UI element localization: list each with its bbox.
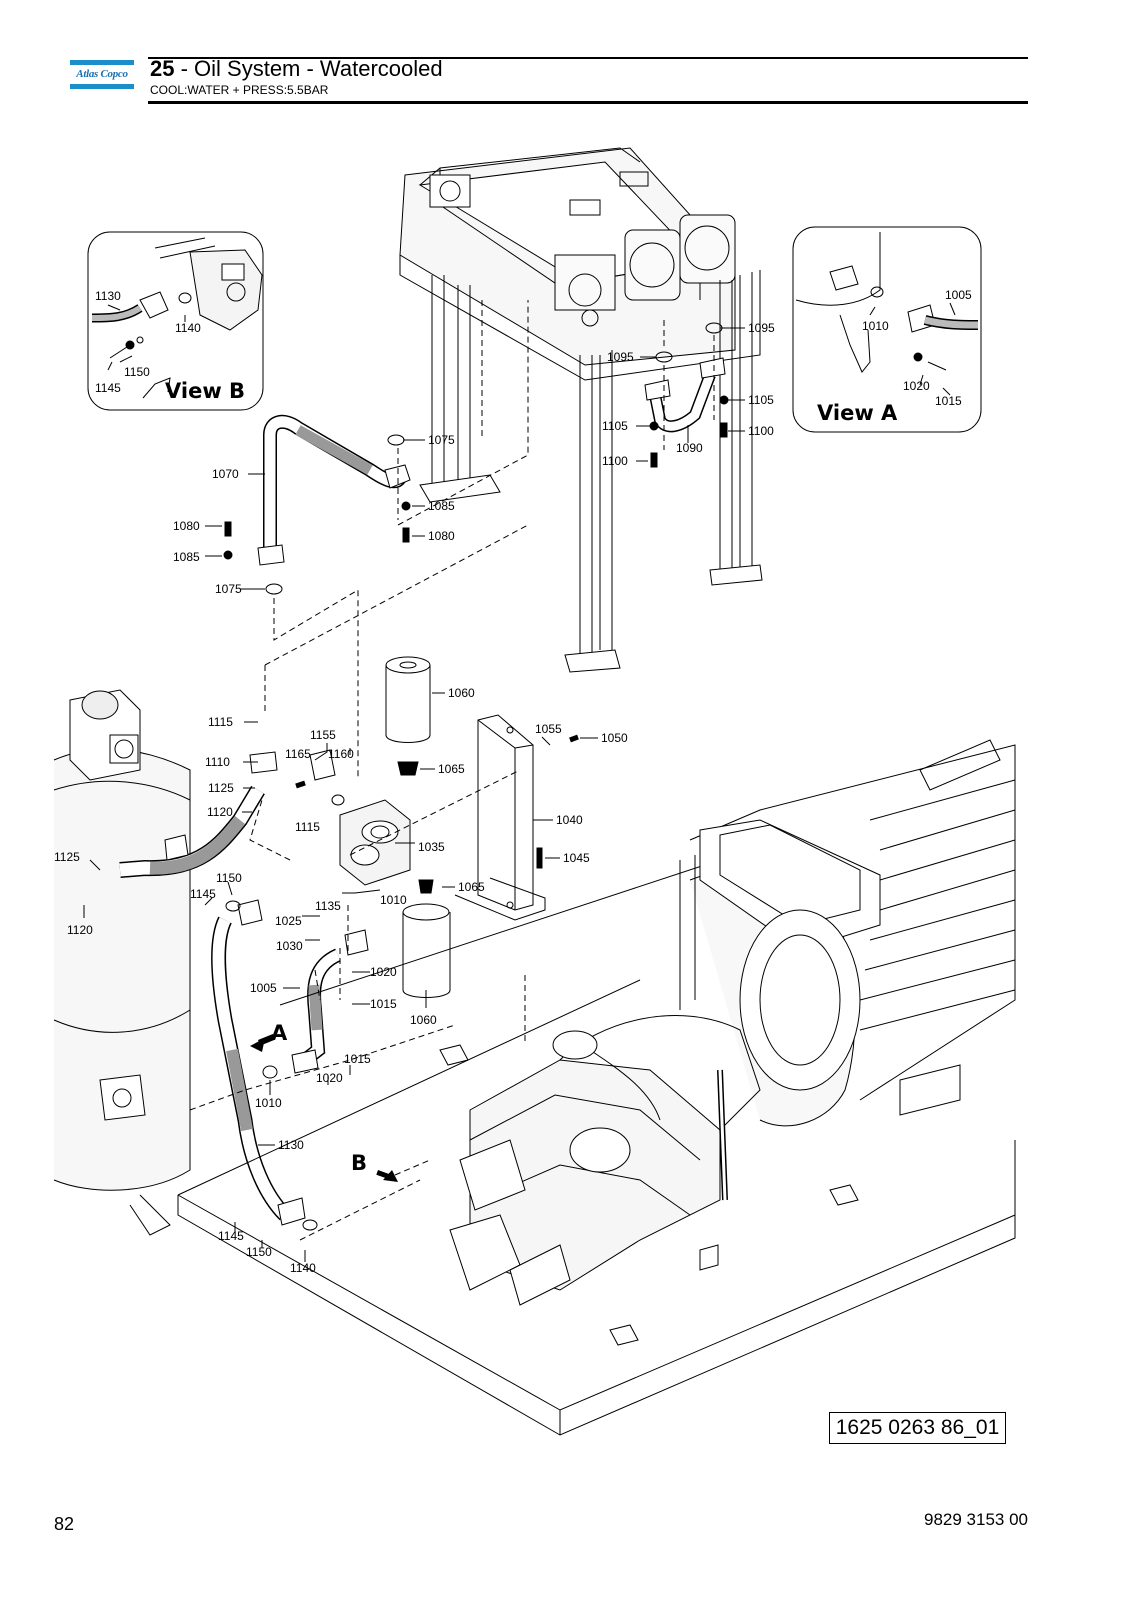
callout-1075-top: 1075 (428, 433, 455, 447)
callout-1115-top: 1115 (208, 715, 233, 729)
section-number: 25 (150, 56, 175, 81)
callout-1105-left: 1105 (602, 419, 628, 433)
callout-1055: 1055 (535, 722, 562, 736)
callout-1030: 1030 (276, 939, 303, 953)
callout-1100-right: 1100 (748, 424, 774, 438)
callout-vb-1130: 1130 (95, 289, 121, 303)
callout-1095-right: 1095 (748, 321, 775, 335)
oil-filter-housing-1035 (295, 749, 411, 886)
separator-tank (53, 689, 191, 1236)
callout-1120-top: 1120 (207, 805, 233, 819)
callout-1025: 1025 (275, 914, 302, 928)
drawing-number: 1625 0263 86_01 (829, 1412, 1006, 1444)
callout-1070: 1070 (212, 467, 239, 481)
callout-1015-lower: 1015 (344, 1052, 371, 1066)
callout-1080-right: 1080 (428, 529, 455, 543)
callout-1065-lower: 1065 (458, 880, 485, 894)
view-a-inset (792, 226, 982, 433)
section-title-text: - Oil System - Watercooled (174, 56, 443, 81)
section-title: 25 - Oil System - Watercooled (150, 56, 443, 82)
callout-1145-top: 1145 (190, 887, 216, 901)
callout-1020-lower: 1020 (316, 1071, 343, 1085)
callout-1060-lower: 1060 (410, 1013, 437, 1027)
callout-1095-left: 1095 (607, 350, 634, 364)
callout-1135: 1135 (315, 899, 341, 913)
oil-pipe-1130 (211, 899, 318, 1231)
callout-1085-left: 1085 (173, 550, 200, 564)
page-number: 82 (54, 1514, 75, 1534)
callout-1125-left: 1125 (54, 850, 80, 864)
logo-bottom-bar (70, 84, 134, 89)
callout-1155: 1155 (310, 728, 336, 742)
callout-1080-left: 1080 (173, 519, 200, 533)
callout-va-1010: 1010 (862, 319, 889, 333)
header-bottom-rule (148, 101, 1028, 104)
elbow-pipe-1090 (644, 357, 726, 433)
callout-vb-1150: 1150 (124, 365, 150, 379)
callout-1110: 1110 (205, 755, 230, 769)
header-top-rule (148, 57, 1028, 59)
callout-1065-upper: 1065 (438, 762, 465, 776)
callout-1005: 1005 (250, 981, 277, 995)
callout-1010-mid: 1010 (380, 893, 407, 907)
document-number: 9829 3153 00 (924, 1510, 1028, 1529)
bracket-1040 (454, 714, 579, 921)
callout-1145-bottom: 1145 (218, 1229, 244, 1243)
callout-1060-upper: 1060 (448, 686, 475, 700)
oil-filter-1060-lower (402, 879, 451, 998)
callout-1090: 1090 (676, 441, 703, 455)
callout-1050: 1050 (601, 731, 628, 745)
callout-1100-left: 1100 (602, 454, 628, 468)
electric-motor (679, 739, 1016, 1127)
callout-1125-top: 1125 (208, 781, 234, 795)
callout-1105-right: 1105 (748, 393, 774, 407)
assembly-lines (189, 300, 721, 1241)
callout-1040: 1040 (556, 813, 583, 827)
callout-1010-lower: 1010 (255, 1096, 282, 1110)
logo-top-bar (70, 60, 134, 65)
view-b-marker: B (351, 1151, 367, 1175)
callout-1015-mid: 1015 (370, 997, 397, 1011)
callout-1020-mid: 1020 (370, 965, 397, 979)
view-b-inset (87, 231, 264, 411)
callout-vb-1140: 1140 (175, 321, 201, 335)
oil-pipe-1070 (257, 414, 411, 566)
section-subtitle: COOL:WATER + PRESS:5.5BAR (150, 83, 329, 97)
callout-vb-1145: 1145 (95, 381, 121, 395)
view-arrows (250, 1034, 398, 1182)
callout-1150-top: 1150 (216, 871, 242, 885)
atlas-copco-logo: Atlas Copco (76, 68, 128, 80)
view-b-label: View B (165, 379, 245, 403)
oil-pipe-1005 (262, 929, 369, 1079)
oil-pipe-separator (119, 751, 278, 878)
o-rings-top (223, 322, 729, 595)
callout-va-1005: 1005 (945, 288, 972, 302)
compressor-element (449, 1015, 761, 1306)
callout-1140: 1140 (290, 1261, 316, 1275)
callout-1085-right: 1085 (428, 499, 455, 513)
base-frame (177, 859, 1016, 1436)
callout-1160: 1160 (328, 747, 354, 761)
callout-1150-bottom: 1150 (246, 1245, 272, 1259)
callout-1035: 1035 (418, 840, 445, 854)
callout-1045: 1045 (563, 851, 590, 865)
callout-1130: 1130 (278, 1138, 304, 1152)
view-a-label: View A (817, 401, 898, 425)
callout-va-1020: 1020 (903, 379, 930, 393)
callout-1120-left: 1120 (67, 923, 93, 937)
view-a-marker: A (271, 1021, 288, 1045)
callout-1115-mid: 1115 (295, 820, 320, 834)
oil-cooler-frame (399, 147, 763, 673)
callout-1165: 1165 (285, 747, 311, 761)
callout-leaders (83, 302, 956, 1262)
callout-va-1015: 1015 (935, 394, 962, 408)
callout-1075-bottom: 1075 (215, 582, 242, 596)
oil-filter-1060-upper (385, 656, 431, 776)
